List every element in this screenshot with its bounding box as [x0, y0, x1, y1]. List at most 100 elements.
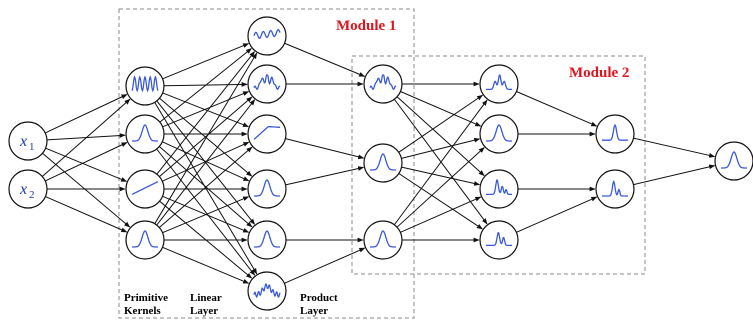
- kernel-curve-icon: [486, 179, 512, 196]
- node-circle: [8, 169, 48, 209]
- primitive-kernel-node: [125, 114, 165, 154]
- linear-layer-node: [247, 114, 287, 154]
- module-2-box: [351, 55, 646, 275]
- kernel-curve-icon: [131, 75, 159, 93]
- node-circle: [247, 271, 287, 311]
- kernel-curve-icon: [486, 124, 512, 142]
- edge-arrow: [162, 91, 250, 128]
- edge-arrow: [401, 137, 481, 159]
- edge-arrow: [45, 147, 128, 182]
- edge-arrow: [284, 247, 366, 284]
- kernel-curve-icon: [370, 230, 396, 248]
- edge-arrow: [401, 166, 481, 186]
- edge-arrow: [398, 94, 483, 153]
- edge-arrow: [162, 92, 249, 128]
- edge-arrow: [400, 196, 482, 233]
- kernel-curve-icon: [132, 230, 158, 248]
- edge-arrow: [44, 94, 128, 134]
- module-2-linear-node: [479, 114, 519, 154]
- kernel-curve-icon: [131, 181, 159, 195]
- edge-arrow: [285, 166, 365, 186]
- node-circle: [363, 143, 403, 183]
- module-2-linear-node: [479, 169, 519, 209]
- product-layer-node: [363, 64, 403, 104]
- node-circle: [247, 16, 287, 56]
- edge-arrow: [396, 147, 485, 228]
- edge-arrow: [45, 196, 128, 233]
- node-circle: [247, 114, 287, 154]
- linear-layer-node: [247, 220, 287, 260]
- kernel-curve-icon: [370, 153, 396, 171]
- edge-arrow: [154, 52, 258, 224]
- kernel-curve-icon: [254, 179, 280, 197]
- module-2-product-node: [595, 114, 635, 154]
- node-circle: [479, 220, 519, 260]
- kernel-curve-icon: [254, 230, 280, 248]
- linear-layer-label: Linear Layer: [190, 292, 224, 317]
- node-circle: [363, 64, 403, 104]
- edge-arrow: [162, 43, 250, 80]
- module-2-product-node: [595, 169, 635, 209]
- linear-layer-node: [247, 16, 287, 56]
- edge-arrow: [400, 91, 482, 127]
- node-circle: [595, 114, 635, 154]
- node-circle: [247, 220, 287, 260]
- kernel-curve-icon: [486, 232, 512, 247]
- product-layer-node: [363, 220, 403, 260]
- node-circle: [479, 114, 519, 154]
- edge-arrow: [285, 138, 365, 160]
- linear-layer-node: [247, 64, 287, 104]
- node-circle: [714, 141, 753, 181]
- node-circle: [363, 220, 403, 260]
- edge-arrow: [156, 99, 256, 226]
- product-layer-node: [363, 143, 403, 183]
- kernel-curve-icon: [486, 74, 512, 91]
- edge-arrow: [156, 148, 256, 276]
- kernel-curve-icon: [602, 123, 628, 141]
- primitive-kernel-node: [125, 220, 165, 260]
- product-layer-label: Product Layer: [300, 292, 340, 317]
- kernel-curve-icon: [253, 125, 280, 140]
- edge-arrow: [162, 141, 250, 182]
- kernel-curve-icon: [132, 124, 158, 142]
- input-variable: x: [19, 181, 27, 198]
- edge-arrow: [393, 99, 488, 226]
- edge-arrow: [41, 98, 131, 177]
- node-circle: [247, 169, 287, 209]
- primitive-kernels-label: Primitive Kernels: [124, 292, 171, 317]
- primitive-kernel-node: [125, 169, 165, 209]
- module-1-label: Module 1: [336, 18, 396, 34]
- edge-arrow: [162, 246, 250, 284]
- edge-arrow: [159, 146, 253, 228]
- linear-layer-node: [247, 271, 287, 311]
- node-circle: [125, 220, 165, 260]
- edge-arrow: [516, 91, 598, 127]
- node-circle: [8, 121, 48, 161]
- kernel-curve-icon: [253, 28, 281, 39]
- module-2-linear-node: [479, 64, 519, 104]
- linear-layer-node: [247, 169, 287, 209]
- input-subscript: 2: [29, 189, 35, 201]
- edge-arrow: [154, 102, 258, 275]
- edge-arrow: [156, 51, 255, 175]
- node-circle: [125, 169, 165, 209]
- kernel-curve-icon: [253, 283, 281, 299]
- input-subscript: 1: [29, 141, 35, 153]
- module-2-linear-node: [479, 220, 519, 260]
- edge-arrow: [516, 196, 598, 233]
- kernel-curve-icon: [721, 151, 747, 169]
- module-1-box: [118, 8, 415, 319]
- output-node: [714, 141, 753, 181]
- edge-arrow: [44, 142, 128, 182]
- kernel-curve-icon: [253, 74, 281, 91]
- edge-arrow: [42, 152, 131, 228]
- edges: [41, 42, 716, 284]
- node-circle: [479, 64, 519, 104]
- kernel-curve-icon: [369, 74, 397, 91]
- input-variable: x: [19, 133, 27, 150]
